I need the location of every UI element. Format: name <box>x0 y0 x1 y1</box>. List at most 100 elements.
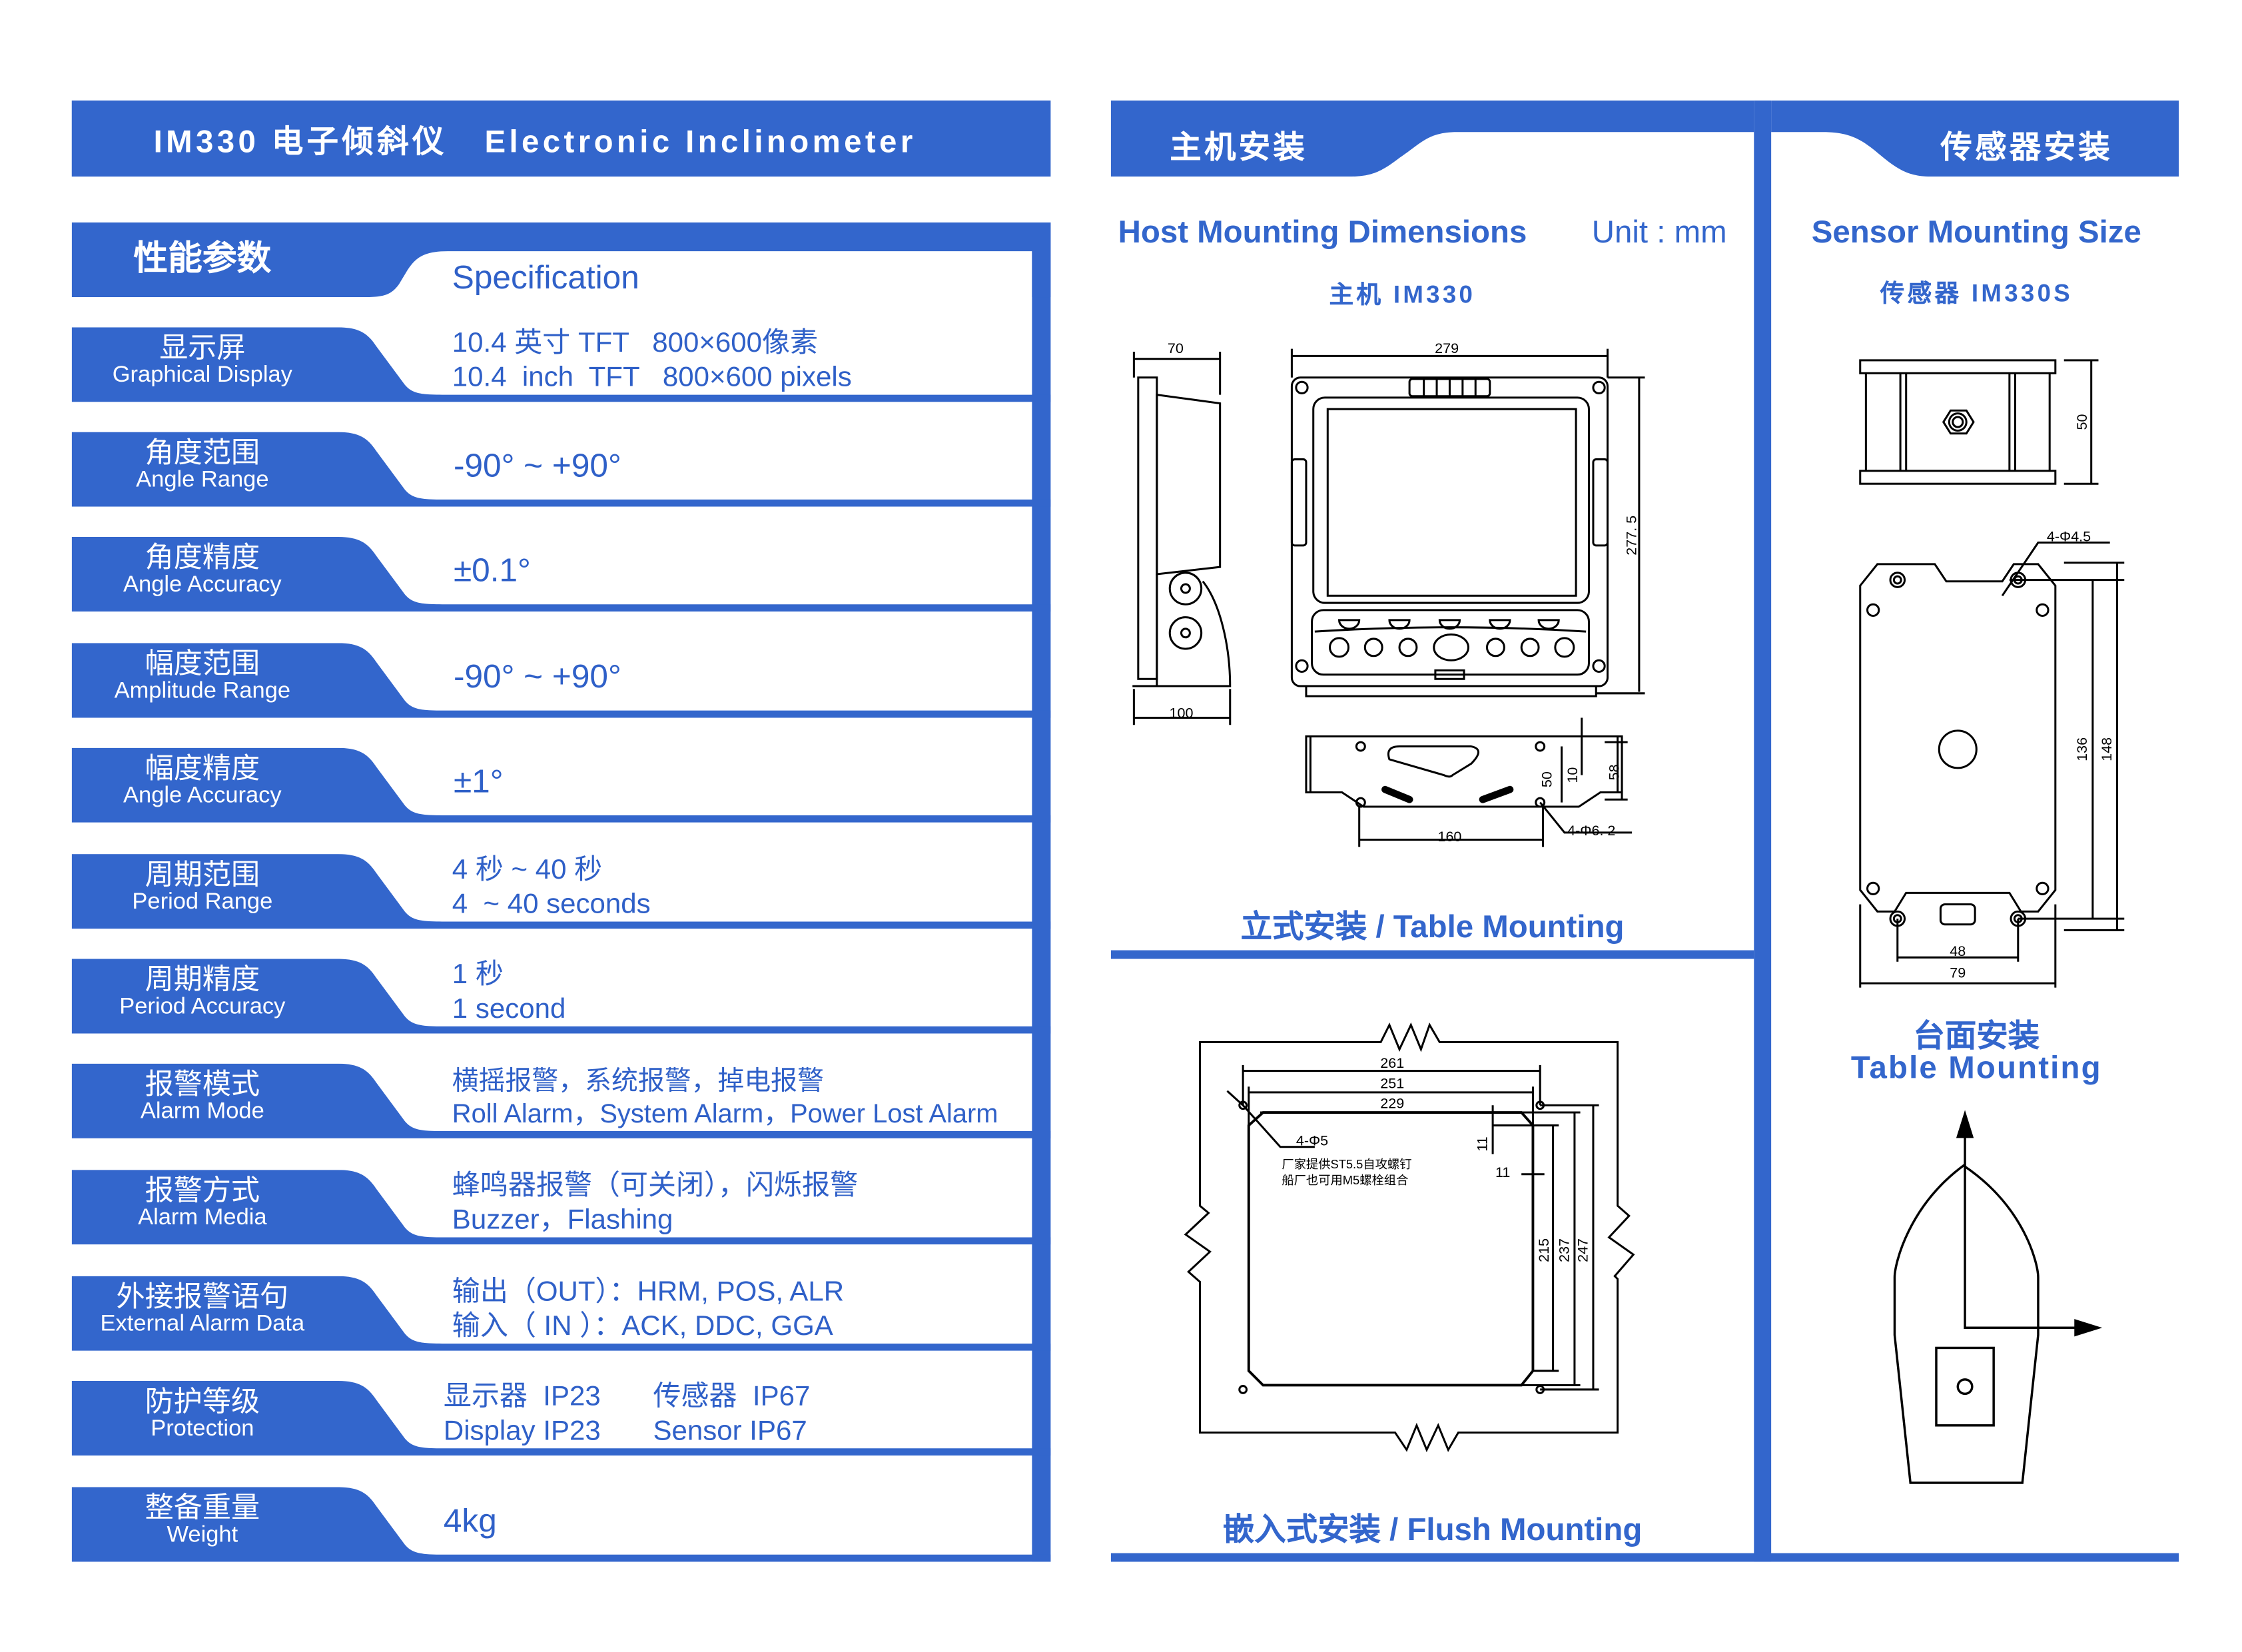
spec-value: -90° ~ +90° <box>453 446 621 484</box>
dim-237: 237 <box>1556 1238 1572 1262</box>
spec-header-zh: 性能参数 <box>133 240 272 279</box>
dim-10: 10 <box>1565 767 1581 783</box>
flush-dimension-labels: 261 251 229 4-Φ5 厂家提供ST5.5自攻螺钉 船厂也可用M5螺栓… <box>1282 1055 1591 1262</box>
host-model: 主机 IM330 <box>1329 281 1476 309</box>
spec-value: 10.4 英寸 TFT 800×600像素 <box>452 327 819 359</box>
spec-value: 输入（ IN ）：ACK, DDC, GGA <box>452 1310 833 1342</box>
dim-bracket-span: 160 <box>1437 829 1461 845</box>
dim-height: 277. 5 <box>1624 516 1640 556</box>
spec-header-row: 性能参数 Specification <box>71 222 1051 298</box>
dim-251: 251 <box>1380 1075 1404 1091</box>
flush-mounting-caption: 嵌入式安装 / Flush Mounting <box>1222 1511 1643 1547</box>
host-install-tab: 主机安装 <box>1170 129 1308 165</box>
spec-value: ±1° <box>453 761 504 799</box>
product-title: IM330 电子倾斜仪 Electronic Inclinometer <box>153 123 917 159</box>
spec-value: 4 ~ 40 seconds <box>452 887 651 920</box>
dim-48: 48 <box>1950 943 1966 959</box>
spec-label-en: External Alarm Data <box>100 1311 305 1336</box>
dim-79: 79 <box>1950 965 1966 981</box>
sensor-caption-zh: 台面安装 <box>1913 1017 2040 1054</box>
dim-148: 148 <box>2099 737 2115 761</box>
unit-label: Unit : mm <box>1591 214 1727 250</box>
dim-215: 215 <box>1536 1238 1552 1262</box>
dim-136: 136 <box>2074 737 2090 761</box>
spec-label-zh: 周期范围 <box>145 859 260 891</box>
spec-label-en: Graphical Display <box>112 362 292 387</box>
spec-label-zh: 幅度范围 <box>145 648 260 680</box>
table-mounting-caption: 立式安装 / Table Mounting <box>1240 909 1625 945</box>
spec-value: ±0.1° <box>453 550 531 588</box>
spec-label-zh: 外接报警语句 <box>116 1281 289 1313</box>
spec-label-en: Period Range <box>132 889 273 914</box>
spec-label-en: Angle Accuracy <box>123 572 282 597</box>
flush-cutout-drawing <box>1184 1022 1635 1453</box>
dim-50: 50 <box>1539 771 1555 787</box>
spec-label-en: Angle Accuracy <box>123 783 282 808</box>
spec-header-background <box>71 222 1051 298</box>
spec-value-sensor: 传感器 IP67 <box>653 1381 811 1413</box>
product-title-bar: IM330 电子倾斜仪 Electronic Inclinometer <box>71 100 1051 177</box>
spec-label-en: Period Accuracy <box>119 994 286 1019</box>
spec-label-zh: 角度范围 <box>145 437 260 469</box>
spec-value-display: 显示器 IP23 <box>443 1381 601 1413</box>
dim-261: 261 <box>1380 1055 1404 1071</box>
spec-label-en: Alarm Mode <box>140 1098 264 1124</box>
dim-58: 58 <box>1607 764 1623 780</box>
dim-229: 229 <box>1380 1096 1404 1112</box>
flush-note-1: 厂家提供ST5.5自攻螺钉 <box>1282 1157 1411 1171</box>
sensor-size-title: Sensor Mounting Size <box>1811 214 2141 250</box>
spec-value-display: Display IP23 <box>443 1414 601 1447</box>
spec-value: 1 秒 <box>452 959 504 991</box>
spec-label-zh: 周期精度 <box>145 964 260 996</box>
spec-label-en: Protection <box>151 1416 254 1441</box>
dim-11-vertical: 11 <box>1474 1136 1490 1151</box>
spec-panel-right-border <box>1032 222 1051 1562</box>
spec-label-en: Weight <box>167 1522 238 1547</box>
spec-value: 横摇报警，系统报警，掉电报警 <box>452 1065 824 1096</box>
spec-value: 4 秒 ~ 40 秒 <box>452 854 603 886</box>
host-dimension-labels: 70 100 279 277. 5 160 4-Φ6. 2 50 10 58 <box>1168 340 1640 845</box>
sensor-top-view <box>1859 542 2125 988</box>
dim-bracket-holes: 4-Φ6. 2 <box>1567 823 1615 839</box>
spec-value: Buzzer，Flashing <box>452 1203 673 1236</box>
spec-value: 10.4 inch TFT 800×600 pixels <box>452 360 852 393</box>
dim-holes: 4-Φ5 <box>1296 1133 1328 1149</box>
dim-247: 247 <box>1575 1238 1591 1262</box>
dim-base: 100 <box>1170 705 1194 721</box>
spec-label-en: Angle Range <box>136 467 269 492</box>
spec-value: 1 second <box>452 993 566 1025</box>
spec-value: -90° ~ +90° <box>453 657 621 695</box>
host-side-view <box>1132 351 1232 725</box>
dim-width: 279 <box>1435 340 1459 356</box>
spec-label-en: Amplitude Range <box>114 678 291 703</box>
host-bracket-view <box>1305 717 1633 847</box>
dim-sensor-50: 50 <box>2074 414 2090 430</box>
host-dimensions-title: Host Mounting Dimensions <box>1118 214 1527 250</box>
sensor-caption-en: Table Mounting <box>1850 1049 2102 1086</box>
sensor-dimension-labels: 50 4-Φ4.5 136 148 48 79 <box>1950 414 2115 981</box>
spec-label-zh: 角度精度 <box>145 542 260 574</box>
spec-value: 蜂鸣器报警（可关闭），闪烁报警 <box>452 1170 859 1202</box>
dim-11-horizontal: 11 <box>1495 1164 1510 1180</box>
spec-header-en: Specification <box>452 258 639 296</box>
spec-value: Roll Alarm，System Alarm，Power Lost Alarm <box>452 1097 998 1128</box>
spec-value: 4kg <box>443 1501 497 1539</box>
spec-label-zh: 整备重量 <box>145 1492 260 1524</box>
spec-label-zh: 幅度精度 <box>145 753 260 785</box>
spec-value: 输出（OUT）：HRM, POS, ALR <box>452 1276 845 1308</box>
